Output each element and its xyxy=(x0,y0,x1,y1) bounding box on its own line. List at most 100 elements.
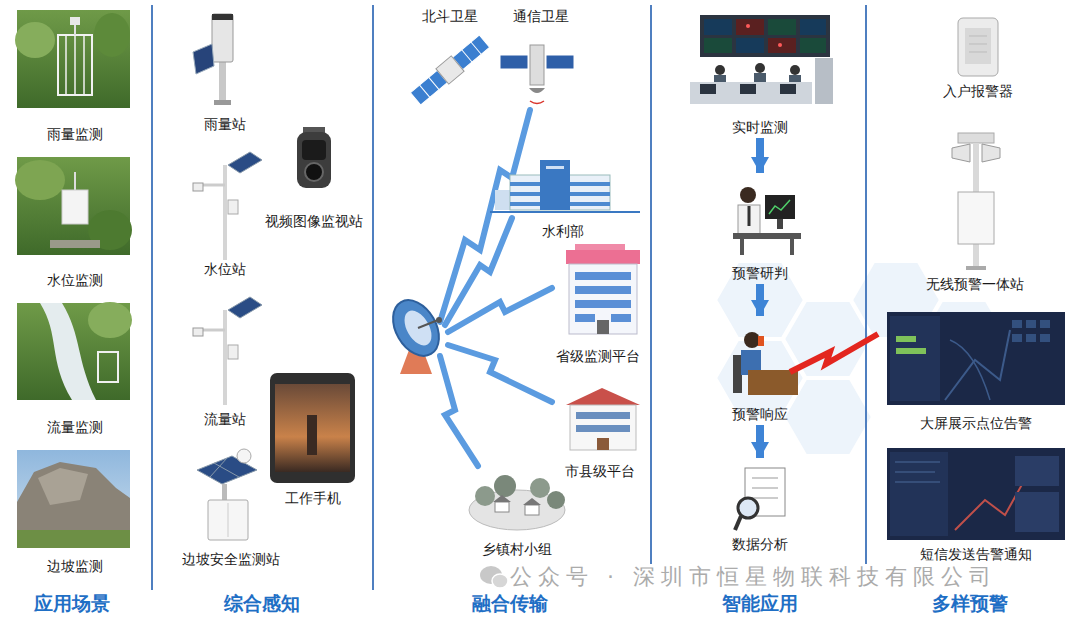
caption-row: 数据分析 xyxy=(715,536,805,552)
big-screen-icon-part xyxy=(1040,334,1050,342)
rain-photo-part xyxy=(70,17,80,25)
control-room-part xyxy=(780,84,796,94)
water-level-pole xyxy=(193,152,262,260)
home-alarm-icon-part xyxy=(958,18,998,76)
alert-bolt xyxy=(790,334,878,372)
device-node: 流量监测 xyxy=(10,301,140,435)
rain-photo-part xyxy=(74,35,76,95)
caption-row: 流量监测 xyxy=(10,419,140,435)
caption-row: 边坡监测 xyxy=(10,558,140,574)
sms-screen-icon-part xyxy=(895,462,940,463)
column-divider-part xyxy=(372,5,374,590)
device-node: 市县级平台 xyxy=(555,380,645,479)
water-level-pole-part xyxy=(193,183,203,191)
responder-figure-part xyxy=(744,332,760,348)
camera-icon-part xyxy=(297,132,331,188)
flow-photo-part xyxy=(40,303,96,400)
node-caption: 边坡监测 xyxy=(47,558,103,574)
analysis-icon-part xyxy=(735,516,741,530)
device-node: 水利部 xyxy=(490,155,635,239)
province-building-part xyxy=(575,300,631,308)
home-alarm-icon-part xyxy=(969,44,987,45)
device-node: 大屏展示点位告警 xyxy=(885,308,1067,431)
analysis-icon xyxy=(735,468,785,530)
warning-station-icon xyxy=(952,133,1000,270)
big-screen-icon-part xyxy=(1040,320,1050,328)
control-room-part xyxy=(736,38,764,53)
column-title: 多样预警 xyxy=(932,591,1008,615)
ministry-building-part xyxy=(546,166,564,169)
home-alarm-icon-part xyxy=(969,52,987,53)
slope-station-icon-part xyxy=(222,484,227,502)
device-node: 工作手机 xyxy=(265,370,360,506)
analyst-figure xyxy=(733,187,801,255)
flow-arrow xyxy=(756,284,764,316)
sms-screen-icon-part xyxy=(887,448,1065,540)
column-divider-part xyxy=(865,5,867,590)
column-title: 智能应用 xyxy=(722,591,798,615)
caption-row: 视频图像监视站 xyxy=(258,213,370,229)
warning-station-icon-part xyxy=(958,192,994,244)
city-building xyxy=(566,388,640,450)
slope-station-icon-part xyxy=(214,463,239,477)
comm-satellite-part xyxy=(530,45,544,85)
analyst-figure-part xyxy=(790,239,794,255)
responder-figure-part xyxy=(748,370,798,395)
slope-station-icon-part xyxy=(237,449,251,463)
rain-photo-part xyxy=(65,35,67,95)
signal-bolt-part xyxy=(448,288,552,332)
caption-row: 大屏展示点位告警 xyxy=(885,415,1067,431)
province-building-part xyxy=(575,286,631,294)
comm-satellite-part xyxy=(529,88,545,93)
home-alarm-icon-part xyxy=(965,28,991,64)
column-title: 应用场景 xyxy=(34,591,110,615)
slope-station-icon-part xyxy=(210,458,227,477)
analysis-icon-part xyxy=(752,488,778,489)
control-room-part xyxy=(768,38,796,53)
caption-row: 水位站 xyxy=(180,261,270,277)
big-screen-icon-part xyxy=(1012,334,1022,342)
analyst-figure-part xyxy=(765,195,795,219)
village-icon-part xyxy=(494,475,516,497)
caption-row: 短信发送告警通知 xyxy=(885,546,1067,562)
node-caption: 流量监测 xyxy=(47,419,103,435)
device-node: 边坡安全监测站 xyxy=(175,447,287,567)
satellite-dish-part xyxy=(384,292,449,364)
ministry-building xyxy=(490,160,640,212)
signal-bolt-part xyxy=(448,345,552,402)
slope-station-icon-part xyxy=(208,500,248,540)
device-node: 水位监测 xyxy=(10,155,140,288)
home-alarm-icon xyxy=(958,18,998,76)
camera-icon xyxy=(297,127,331,188)
satellite-dish xyxy=(384,292,449,374)
column-divider-part xyxy=(650,5,652,590)
device-node: 雨量站 xyxy=(185,10,265,132)
big-screen-icon-part xyxy=(890,316,940,401)
rain-photo-part xyxy=(94,13,130,57)
camera-icon-part xyxy=(302,140,326,160)
node-caption: 大屏展示点位告警 xyxy=(920,415,1032,431)
city-building-part xyxy=(570,405,636,450)
control-room-part xyxy=(778,43,782,47)
control-room-part xyxy=(740,84,756,94)
device-node: 视频图像监视站 xyxy=(258,125,370,229)
rain-station-icon-part xyxy=(193,44,214,74)
node-caption: 流量站 xyxy=(204,411,246,427)
warning-station-icon-part xyxy=(966,266,986,270)
analyst-figure-part xyxy=(740,239,744,255)
flow-photo-part xyxy=(98,352,118,382)
ministry-building-part xyxy=(495,190,510,210)
caption-row: 边坡安全监测站 xyxy=(175,551,287,567)
village-icon-part xyxy=(530,478,550,498)
node-caption: 视频图像监视站 xyxy=(265,213,363,229)
node-caption: 预警研判 xyxy=(732,265,788,281)
rain-photo-part xyxy=(83,35,85,95)
big-screen-icon-part xyxy=(1026,320,1036,328)
analysis-icon-part xyxy=(752,498,778,499)
control-room-part xyxy=(715,65,725,75)
city-building-part xyxy=(576,412,630,419)
beidou-satellite-part xyxy=(436,56,464,84)
ministry-building-part xyxy=(490,211,640,213)
node-caption: 无线预警一体站 xyxy=(926,276,1024,292)
